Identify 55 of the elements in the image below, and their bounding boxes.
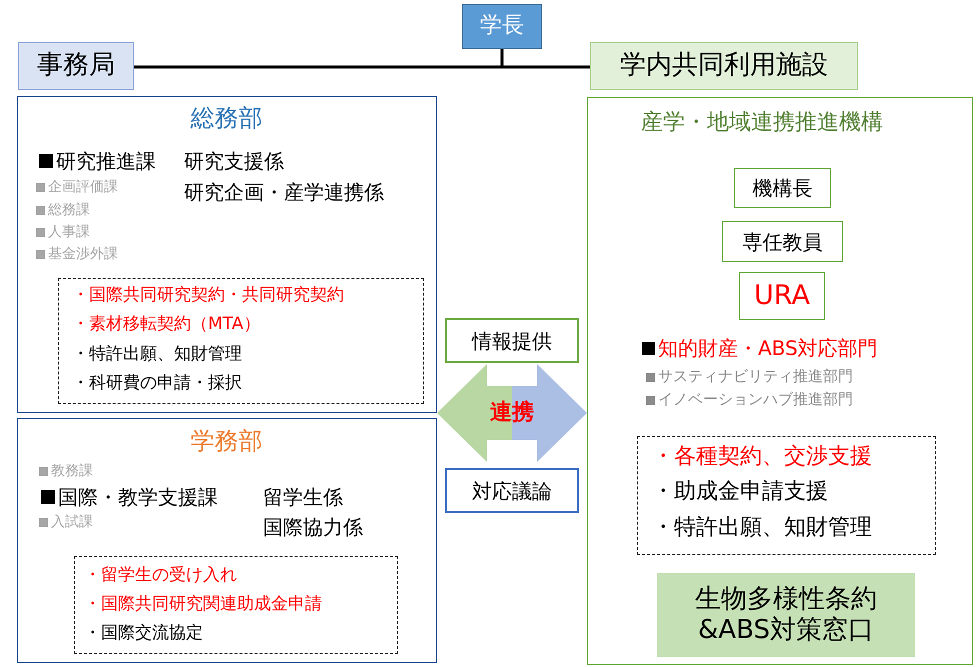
- role-box: [722, 221, 843, 262]
- organization-panel: [587, 97, 973, 665]
- facility-box: [590, 42, 858, 90]
- task-list-box: [58, 278, 424, 404]
- task-item: ・各種契約、交渉支援: [652, 442, 872, 471]
- section-label: 教務課: [51, 462, 93, 480]
- section-label: 人事課: [48, 222, 90, 242]
- box-label: 事務局: [37, 50, 115, 82]
- section-label: 入試課: [51, 512, 93, 532]
- panel-heading: 産学・地域連携推進機構: [641, 108, 883, 137]
- box-label: 生物多様性条約&ABS対策窓口: [694, 584, 878, 646]
- role-box: [739, 272, 825, 320]
- box-label: 対応議論: [472, 478, 552, 502]
- panel-heading: 総務部: [190, 103, 264, 134]
- section-label: 研究推進課: [56, 148, 156, 174]
- section-label: 基金渉外課: [48, 244, 118, 264]
- contact-box: [657, 573, 915, 657]
- box-label: URA: [754, 280, 810, 312]
- panel-heading: 学務部: [190, 426, 264, 458]
- box-label: 学長: [480, 13, 524, 40]
- department-panel: [17, 96, 437, 413]
- task-item: ・助成金申請支援: [652, 478, 828, 506]
- box-label: 情報提供: [472, 328, 552, 352]
- section-label: 研究支援係: [184, 148, 284, 174]
- section-label: 国際協力係: [263, 514, 363, 540]
- office-box: [18, 42, 134, 90]
- section-label: 国際・教学支援課: [58, 484, 218, 510]
- section-label: サスティナビリティ推進部門: [658, 367, 853, 387]
- head-box: [462, 4, 542, 49]
- section-label: 研究企画・産学連携係: [184, 179, 384, 205]
- info-box: [445, 318, 579, 363]
- section-label: 企画評価課: [48, 178, 118, 196]
- task-item: ・国際共同研究関連助成金申請: [84, 592, 322, 616]
- box-label: 専任教員: [742, 230, 822, 254]
- task-list-box: [637, 436, 936, 555]
- department-panel: [17, 418, 437, 663]
- task-item: ・特許出願、知財管理: [652, 514, 872, 542]
- section-label: 総務課: [48, 200, 90, 220]
- task-item: ・素材移転契約（MTA）: [72, 312, 260, 336]
- role-box: [734, 168, 831, 208]
- task-item: ・科研費の申請・採択: [72, 372, 242, 394]
- section-label: 知的財産・ABS対応部門: [658, 335, 878, 361]
- connector-line: [500, 49, 590, 68]
- edge-label: 連携: [490, 400, 534, 426]
- section-label: 留学生係: [263, 484, 343, 510]
- section-label: イノベーションハブ推進部門: [658, 390, 853, 410]
- task-list-box: [74, 556, 398, 654]
- box-label: 機構長: [752, 176, 812, 200]
- double-arrow: [437, 364, 587, 462]
- task-item: ・特許出願、知財管理: [72, 342, 242, 366]
- box-label: 学内共同利用施設: [620, 50, 828, 82]
- task-item: ・留学生の受け入れ: [84, 564, 237, 586]
- info-box: [445, 468, 579, 513]
- task-item: ・国際共同研究契約・共同研究契約: [72, 284, 344, 306]
- task-item: ・国際交流協定: [84, 622, 203, 644]
